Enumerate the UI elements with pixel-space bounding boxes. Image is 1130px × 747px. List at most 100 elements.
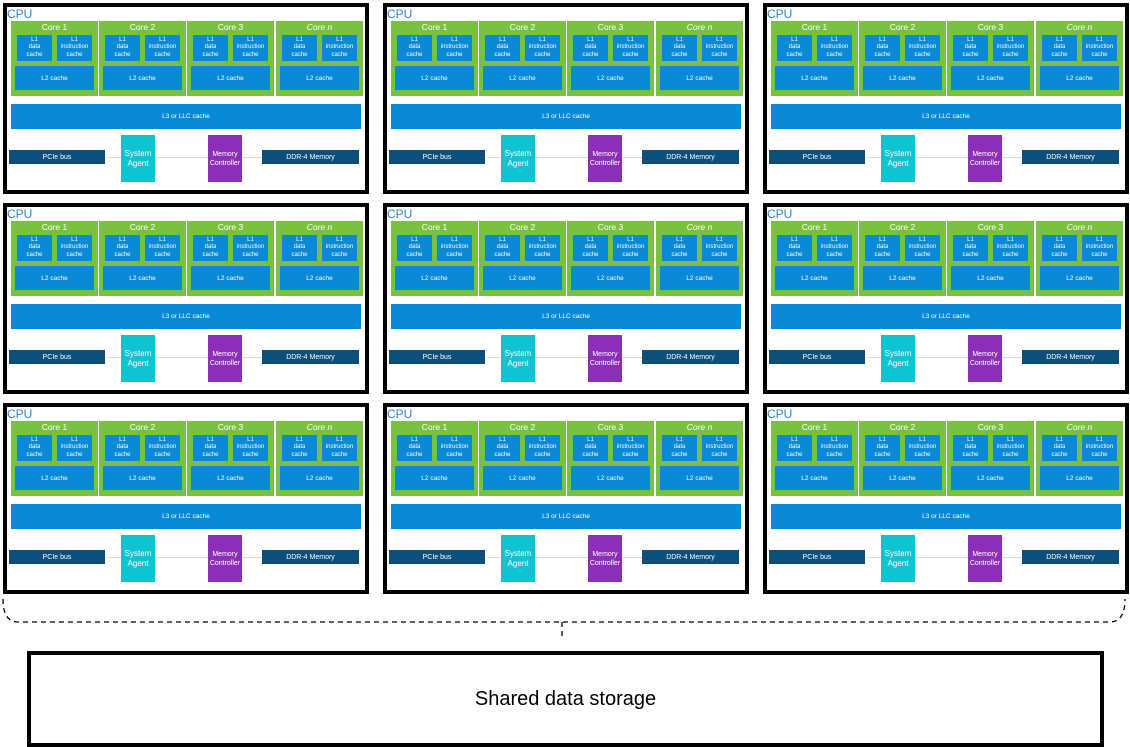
core-name: Core 2 (129, 22, 156, 32)
l1-data-cache-label: L1 data cache (406, 36, 423, 58)
l1-instruction-cache: L1 instruction cache (702, 35, 737, 61)
l2-cache: L2 cache (395, 466, 474, 490)
memory-controller: Memory Controller (208, 135, 242, 182)
memory-controller-label: Memory Controller (209, 150, 241, 167)
l2-cache: L2 cache (191, 66, 270, 90)
core-name: Core 2 (509, 422, 536, 432)
system-agent: System Agent (121, 335, 155, 382)
ddr4-memory: DDR-4 Memory (262, 350, 359, 364)
l2-cache: L2 cache (191, 266, 270, 290)
l1-data-cache-label: L1 data cache (874, 436, 891, 458)
l1-instruction-cache-label: L1 instruction cache (996, 236, 1025, 258)
l1-instruction-cache: L1 instruction cache (702, 435, 737, 461)
ddr4-memory: DDR-4 Memory (1022, 150, 1119, 164)
l1-instruction-cache: L1 instruction cache (613, 235, 648, 261)
l2-cache-label: L2 cache (977, 474, 1004, 482)
l1-instruction-cache-label: L1 instruction cache (528, 36, 557, 58)
l1-data-cache: L1 data cache (953, 35, 988, 61)
l1-instruction-cache: L1 instruction cache (525, 235, 560, 261)
l3-cache: L3 or LLC cache (11, 504, 361, 529)
l1-data-cache: L1 data cache (662, 235, 697, 261)
ddr4-memory: DDR-4 Memory (642, 150, 739, 164)
l2-cache: L2 cache (103, 266, 182, 290)
core-name: Core 1 (801, 422, 828, 432)
l1-instruction-cache-label: L1 instruction cache (908, 436, 937, 458)
memory-controller-label: Memory Controller (969, 150, 1001, 167)
l1-instruction-cache-label: L1 instruction cache (60, 36, 89, 58)
core-name: Core 1 (801, 22, 828, 32)
l1-instruction-cache: L1 instruction cache (525, 35, 560, 61)
cpu-label: CPU (767, 207, 793, 221)
pcie-bus-label: PCIe bus (422, 153, 452, 161)
pcie-bus: PCIe bus (389, 550, 485, 564)
cpu-label: CPU (7, 7, 33, 21)
l2-cache-label: L2 cache (217, 74, 244, 82)
l1-data-cache-label: L1 data cache (582, 436, 599, 458)
l1-data-cache-label: L1 data cache (406, 236, 423, 258)
l1-instruction-cache-label: L1 instruction cache (325, 436, 354, 458)
l1-instruction-cache-label: L1 instruction cache (820, 36, 849, 58)
l1-instruction-cache: L1 instruction cache (233, 435, 268, 461)
l1-instruction-cache: L1 instruction cache (817, 35, 852, 61)
l3-cache: L3 or LLC cache (391, 304, 741, 329)
l1-instruction-cache-label: L1 instruction cache (325, 236, 354, 258)
pcie-bus: PCIe bus (9, 550, 105, 564)
core-name: Core 3 (977, 22, 1004, 32)
l1-instruction-cache-label: L1 instruction cache (148, 236, 177, 258)
l1-instruction-cache: L1 instruction cache (57, 435, 92, 461)
l3-cache-label: L3 or LLC cache (542, 113, 590, 120)
pcie-bus-label: PCIe bus (802, 553, 832, 561)
l1-instruction-cache-label: L1 instruction cache (60, 236, 89, 258)
memory-controller-label: Memory Controller (589, 550, 621, 567)
pcie-bus-label: PCIe bus (802, 353, 832, 361)
pcie-bus-label: PCIe bus (802, 153, 832, 161)
cpu-label: CPU (387, 407, 413, 421)
l1-data-cache: L1 data cache (573, 435, 608, 461)
l3-cache: L3 or LLC cache (771, 104, 1121, 129)
l2-cache-label: L2 cache (421, 474, 448, 482)
l2-cache: L2 cache (1040, 266, 1119, 290)
l1-data-cache-label: L1 data cache (114, 436, 131, 458)
l2-cache-label: L2 cache (421, 74, 448, 82)
pcie-bus: PCIe bus (769, 150, 865, 164)
core-name: Core 3 (977, 222, 1004, 232)
l1-instruction-cache-label: L1 instruction cache (908, 36, 937, 58)
l1-instruction-cache-label: L1 instruction cache (236, 236, 265, 258)
l1-data-cache: L1 data cache (17, 235, 52, 261)
l1-data-cache-label: L1 data cache (671, 436, 688, 458)
l2-cache: L2 cache (103, 66, 182, 90)
core-name: Core 1 (421, 22, 448, 32)
l1-data-cache-label: L1 data cache (114, 36, 131, 58)
l1-data-cache: L1 data cache (105, 235, 140, 261)
l1-instruction-cache: L1 instruction cache (817, 435, 852, 461)
l1-instruction-cache: L1 instruction cache (1082, 35, 1117, 61)
l1-instruction-cache: L1 instruction cache (145, 235, 180, 261)
pcie-bus-label: PCIe bus (42, 153, 72, 161)
bus-line (107, 157, 267, 158)
ddr4-memory-label: DDR-4 Memory (666, 153, 715, 161)
l1-instruction-cache-label: L1 instruction cache (616, 436, 645, 458)
pcie-bus-label: PCIe bus (422, 553, 452, 561)
l1-data-cache-label: L1 data cache (202, 436, 219, 458)
l1-data-cache-label: L1 data cache (291, 436, 308, 458)
pcie-bus-label: PCIe bus (422, 353, 452, 361)
l1-instruction-cache-label: L1 instruction cache (908, 236, 937, 258)
l1-data-cache: L1 data cache (953, 235, 988, 261)
l1-data-cache-label: L1 data cache (582, 236, 599, 258)
l1-data-cache-label: L1 data cache (1051, 436, 1068, 458)
core-name: Core 1 (41, 222, 68, 232)
l2-cache-label: L2 cache (889, 274, 916, 282)
l1-instruction-cache: L1 instruction cache (993, 35, 1028, 61)
l1-instruction-cache: L1 instruction cache (905, 435, 940, 461)
